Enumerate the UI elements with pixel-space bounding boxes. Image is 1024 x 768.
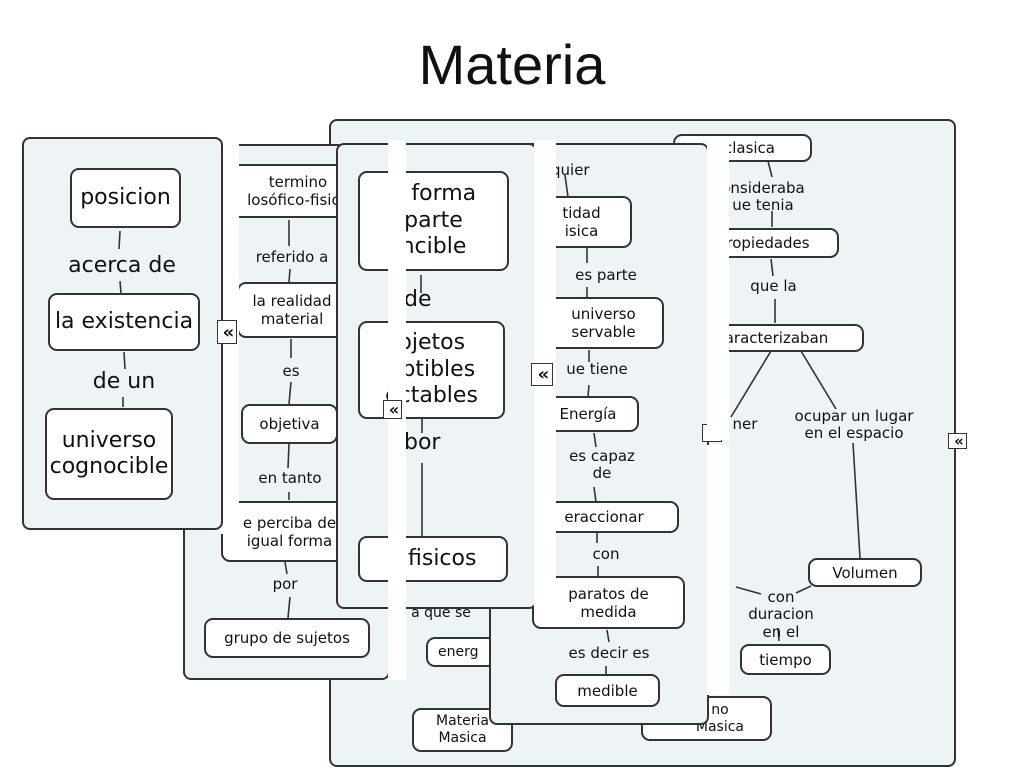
- label-es-decir-es: es decir es: [568, 644, 650, 662]
- node-caracterizaban[interactable]: aracterizaban: [689, 324, 864, 352]
- node-energ[interactable]: energ: [426, 637, 496, 667]
- node-volumen[interactable]: Volumen: [808, 558, 922, 587]
- node-realidad-material[interactable]: la realidad material: [237, 282, 347, 338]
- connector-lines: [730, 160, 861, 642]
- node-la-existencia[interactable]: la existencia: [48, 293, 200, 351]
- concept-panel-posicion: posicion acerca de la existencia de un u…: [22, 137, 223, 530]
- label-tener: ner: [732, 415, 758, 433]
- label-de-un: de un: [92, 369, 156, 394]
- label-con: con: [592, 545, 620, 563]
- node-universo-cognocible[interactable]: universo cognocible: [45, 408, 173, 500]
- label-con-duracion: con duracion en el: [748, 588, 814, 641]
- label-referido-a: referido a: [255, 248, 329, 266]
- label-en-tanto: en tanto: [258, 469, 322, 487]
- node-objetiva[interactable]: objetiva: [241, 404, 338, 444]
- node-universo-observable[interactable]: universo servable: [543, 297, 664, 349]
- label-de: de: [404, 287, 432, 312]
- collapse-button-panel1[interactable]: «: [217, 320, 237, 344]
- slide-title: Materia: [418, 33, 606, 96]
- label-por: bor: [404, 430, 441, 455]
- label-acerca-de: acerca de: [68, 253, 176, 278]
- collapse-button-panel2[interactable]: «: [383, 400, 402, 419]
- label-es-parte: es parte: [575, 266, 637, 284]
- node-medible[interactable]: medible: [555, 674, 660, 707]
- collapse-button-panel5[interactable]: «: [948, 432, 967, 450]
- node-forma-parte[interactable]: e forma parte ncible: [358, 171, 509, 271]
- concept-panel-objetos: e forma parte ncible de bjetos eptibles …: [336, 143, 537, 609]
- label-que-la: que la: [750, 277, 797, 295]
- node-tiempo[interactable]: tiempo: [740, 644, 831, 675]
- label-es: es: [282, 362, 300, 380]
- node-cuerpos-fisicos[interactable]: s fisicos: [358, 536, 508, 582]
- label-es-capaz-de: es capaz de: [569, 447, 635, 483]
- node-posicion[interactable]: posicion: [70, 168, 181, 228]
- label-por: por: [272, 575, 298, 593]
- connector-lines: [564, 174, 610, 675]
- connector-lines: [118, 230, 126, 407]
- label-que-tiene: ue tiene: [566, 360, 628, 378]
- panel-gap: [707, 140, 729, 440]
- label-ocupar-lugar: ocupar un lugar en el espacio: [794, 407, 914, 443]
- node-materia-masica[interactable]: Materia Masica: [412, 708, 513, 752]
- collapse-button-panel3[interactable]: «: [531, 363, 553, 386]
- node-objetos-perceptibles[interactable]: bjetos eptibles ectables: [358, 321, 505, 419]
- panel-gap: [707, 445, 729, 695]
- label-consideraba: onsideraba ue tenia: [721, 179, 805, 215]
- connector-lines: [420, 275, 423, 537]
- label-quier: quier: [551, 161, 590, 179]
- connector-lines: [284, 220, 292, 619]
- label-que-se: a que se: [411, 605, 471, 621]
- node-grupo-de-sujetos[interactable]: grupo de sujetos: [204, 618, 370, 658]
